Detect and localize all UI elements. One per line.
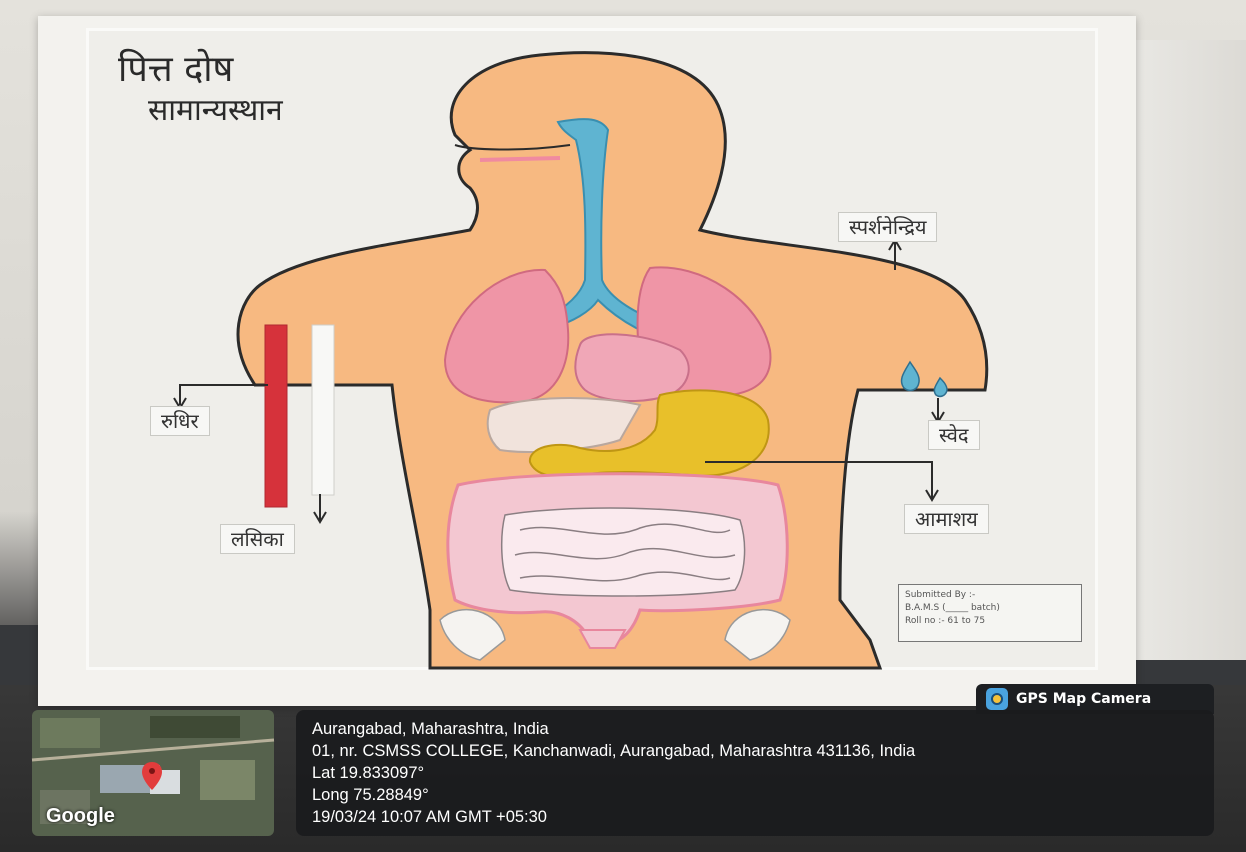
blood-strip <box>265 325 287 507</box>
label-sveda: स्वेद <box>928 420 980 450</box>
gps-address: 01, nr. CSMSS COLLEGE, Kanchanwadi, Aura… <box>312 740 1198 762</box>
poster-title: पित्त दोष <box>118 52 233 88</box>
submitted-line2: B.A.M.S (_____ batch) <box>905 602 1075 615</box>
poster-subtitle: सामान्यस्थान <box>148 96 283 126</box>
submitted-note: Submitted By :- B.A.M.S (_____ batch) Ro… <box>898 584 1082 642</box>
arrow-rudhira <box>180 385 268 405</box>
gps-badge-label: GPS Map Camera <box>1016 691 1151 707</box>
submitted-line1: Submitted By :- <box>905 589 1075 602</box>
gps-timestamp: 19/03/24 10:07 AM GMT +05:30 <box>312 806 1198 828</box>
google-logo-text: Google <box>46 805 115 828</box>
map-thumbnail: Google <box>32 710 274 836</box>
gps-location: Aurangabad, Maharashtra, India <box>312 718 1198 740</box>
label-sparshanendriya: स्पर्शनेन्द्रिय <box>838 212 937 242</box>
label-lasika: लसिका <box>220 524 295 554</box>
gps-latitude: Lat 19.833097° <box>312 762 1198 784</box>
label-rudhira: रुधिर <box>150 406 210 436</box>
gps-longitude: Long 75.28849° <box>312 784 1198 806</box>
lymph-strip <box>312 325 334 495</box>
label-amashaya: आमाशय <box>904 504 989 534</box>
gps-camera-logo-icon <box>986 688 1008 710</box>
submitted-line3: Roll no :- 61 to 75 <box>905 615 1075 628</box>
gps-info-panel: Aurangabad, Maharashtra, India 01, nr. C… <box>296 710 1214 836</box>
